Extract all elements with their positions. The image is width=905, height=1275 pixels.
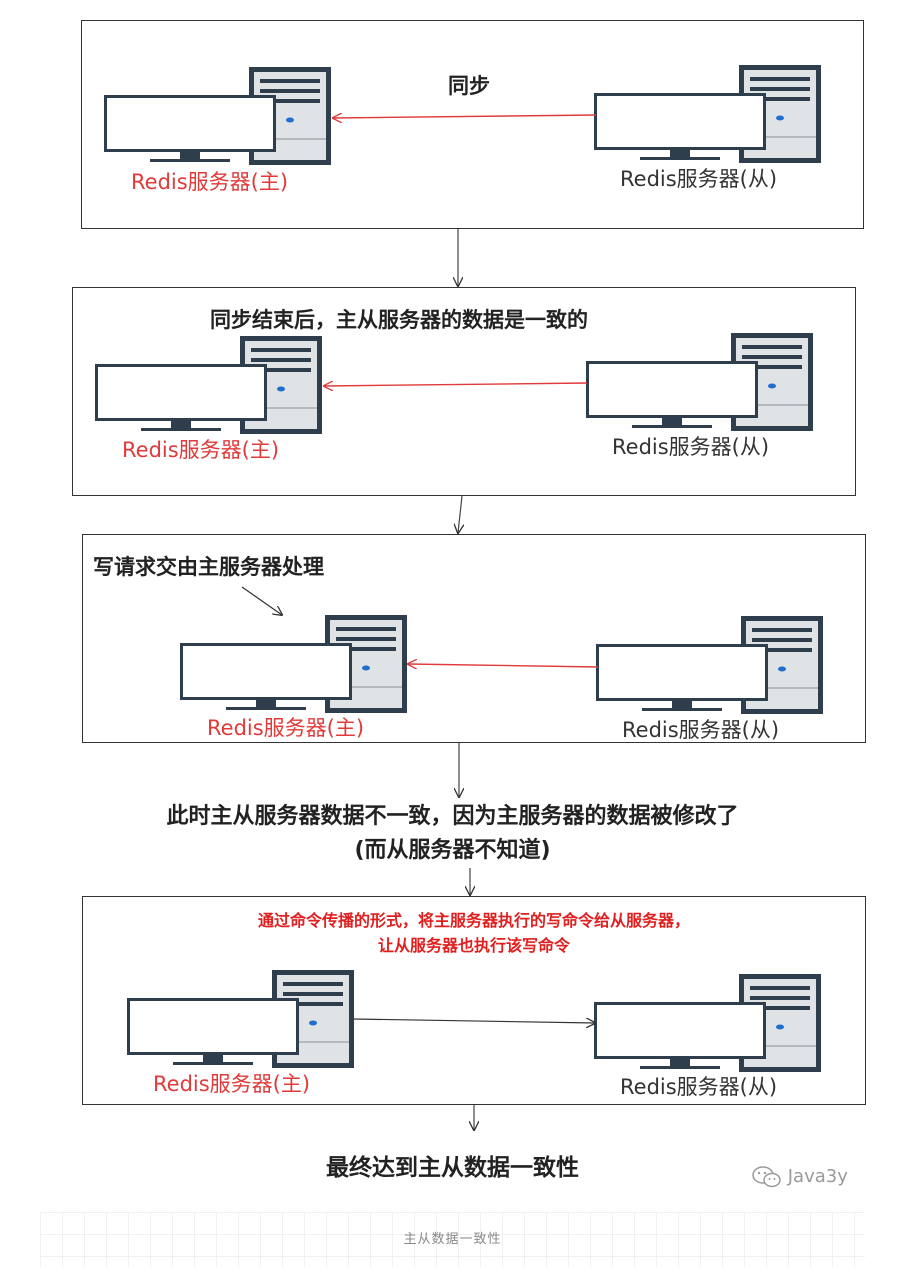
slave-server-icon bbox=[596, 616, 826, 716]
panel-title: 同步 bbox=[448, 74, 490, 98]
slave-label: Redis服务器(从) bbox=[612, 435, 770, 459]
master-label: Redis服务器(主) bbox=[207, 716, 365, 740]
propagation-text-line1: 通过命令传播的形式，将主服务器执行的写命令给从服务器， bbox=[257, 911, 690, 930]
watermark-text: Java3y bbox=[787, 1166, 848, 1187]
master-server-icon bbox=[180, 615, 410, 715]
panel-title: 同步结束后，主从服务器的数据是一致的 bbox=[210, 308, 588, 332]
panel-title: 写请求交由主服务器处理 bbox=[93, 555, 324, 579]
panel-write-request bbox=[82, 534, 866, 743]
final-text: 最终达到主从数据一致性 bbox=[326, 1155, 579, 1181]
master-label: Redis服务器(主) bbox=[153, 1072, 311, 1096]
watermark: Java3y bbox=[752, 1166, 848, 1188]
caption-background bbox=[40, 1212, 865, 1267]
slave-label: Redis服务器(从) bbox=[620, 1075, 778, 1099]
wechat-icon bbox=[752, 1166, 781, 1188]
slave-label: Redis服务器(从) bbox=[622, 718, 780, 742]
master-server-icon bbox=[104, 67, 334, 167]
master-label: Redis服务器(主) bbox=[131, 170, 289, 194]
propagation-text-line2: 让从服务器也执行该写命令 bbox=[377, 936, 570, 955]
inconsistent-text-line2: (而从服务器不知道) bbox=[354, 838, 551, 863]
master-server-icon bbox=[95, 336, 325, 436]
figure-caption: 主从数据一致性 bbox=[403, 1232, 502, 1247]
slave-server-icon bbox=[594, 974, 824, 1074]
master-label: Redis服务器(主) bbox=[122, 438, 280, 462]
inconsistent-text-line1: 此时主从服务器数据不一致，因为主服务器的数据被修改了 bbox=[166, 804, 739, 829]
slave-label: Redis服务器(从) bbox=[620, 167, 778, 191]
flow-arrow-2 bbox=[458, 495, 462, 533]
master-server-icon bbox=[127, 970, 357, 1070]
slave-server-icon bbox=[586, 333, 816, 433]
slave-server-icon bbox=[594, 65, 824, 165]
